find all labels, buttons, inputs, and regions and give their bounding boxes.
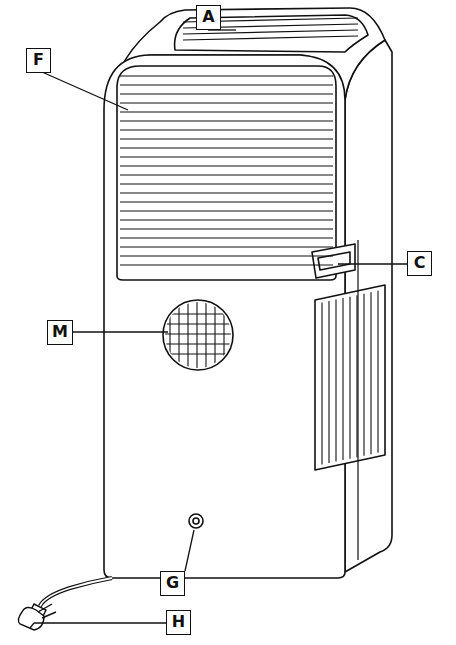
round-grille-bar	[196, 295, 197, 375]
grille-slat	[120, 174, 333, 175]
round-grille-bar	[187, 295, 188, 375]
grille-slat	[120, 201, 333, 202]
grille-slat	[120, 237, 333, 238]
drain-socket-inner	[193, 518, 199, 524]
side-seam	[357, 240, 358, 560]
grille-slat	[349, 297, 350, 459]
round-grille-bar	[178, 295, 179, 375]
grille-slat	[120, 120, 333, 121]
round-grille-bar	[158, 323, 238, 324]
grille-slat	[120, 147, 333, 148]
front-panel	[104, 55, 345, 578]
leader-lines	[30, 30, 407, 628]
grille-slat	[183, 36, 358, 40]
round-grille-bar	[158, 333, 238, 334]
grille-slat	[120, 183, 333, 184]
callout-letter: G	[160, 571, 185, 596]
grille-slat	[370, 292, 371, 454]
grille-slat	[356, 295, 357, 457]
grille-slat	[120, 75, 333, 76]
handle-slot	[312, 244, 355, 278]
round-grille-bar	[158, 313, 238, 314]
handle-recess	[318, 252, 350, 270]
grille-slat	[377, 291, 378, 453]
grille-slat	[120, 102, 333, 103]
callout-letter: A	[196, 5, 221, 30]
power-cord-core	[40, 578, 112, 606]
drain-socket	[189, 514, 203, 528]
grille-slat	[321, 303, 322, 465]
grille-slat	[120, 93, 333, 94]
callout-letter: C	[407, 251, 432, 276]
callout-letter: M	[47, 320, 73, 345]
grille-slat	[120, 255, 333, 256]
upper-grille-frame	[117, 66, 336, 280]
round-grille-bar	[223, 295, 224, 375]
grille-slat	[120, 156, 333, 157]
round-grille-bar	[214, 295, 215, 375]
grille-slat	[363, 294, 364, 456]
grille-slat	[120, 219, 333, 220]
grille-slat	[328, 301, 329, 463]
callout-letter: H	[166, 610, 191, 635]
grille-slat	[120, 129, 333, 130]
grille-slat	[120, 246, 333, 247]
round-grille-bar	[169, 295, 170, 375]
power-cord	[40, 578, 112, 606]
grille-slat	[120, 138, 333, 139]
side-grille	[315, 285, 385, 470]
grille-slat	[120, 210, 333, 211]
round-grille-bar	[158, 343, 238, 344]
power-plug	[18, 604, 56, 630]
grille-slat	[120, 264, 333, 265]
grille-slat	[120, 84, 333, 85]
round-grille	[163, 300, 233, 370]
grille-slat	[342, 298, 343, 460]
grille-slat	[120, 165, 333, 166]
callout-letter: F	[26, 48, 51, 73]
grille-slat	[120, 111, 333, 112]
grille-slat	[183, 30, 358, 34]
grille-slat	[120, 192, 333, 193]
grille-slat	[335, 300, 336, 462]
round-grille-bar	[158, 353, 238, 354]
round-grille-bar	[205, 295, 206, 375]
grille-slat	[120, 228, 333, 229]
